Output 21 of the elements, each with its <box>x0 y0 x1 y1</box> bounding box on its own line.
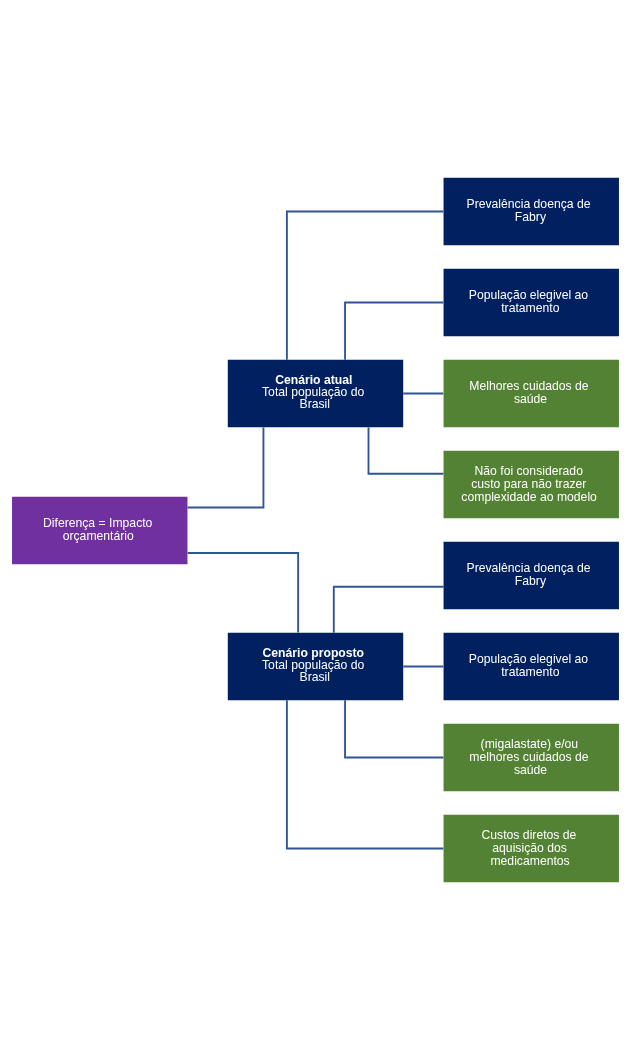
connector <box>402 665 445 668</box>
node-box: Melhores cuidados de saúde <box>443 359 619 428</box>
connector <box>402 392 445 395</box>
connector <box>285 210 445 361</box>
node-box: Custos diretos de aquisição dos medicamentos <box>443 814 619 883</box>
connector <box>186 552 300 634</box>
connector <box>344 699 445 759</box>
node-box: População elegivel ao tratamento <box>443 632 619 701</box>
node-box: Prevalência doença de Fabry <box>443 177 619 246</box>
node-box: População elegivel ao tratamento <box>443 268 619 337</box>
connector <box>367 426 445 475</box>
connector <box>285 699 445 850</box>
node-box: Prevalência doença de Fabry <box>443 541 619 610</box>
node-box: Diferença = Impacto orçamentário <box>12 496 188 565</box>
node-box: (migalastate) e/ou melhores cuidados de saúde <box>443 723 619 792</box>
connector <box>332 585 445 634</box>
node-box: Cenário atual Total população do Brasil <box>227 359 404 428</box>
connector <box>344 301 445 361</box>
node-box: Não foi considerado custo para não trazer complexidade ao modelo <box>443 450 619 519</box>
node-box: Cenário proposto Total população do Brasil <box>227 632 404 701</box>
connector <box>186 426 265 509</box>
